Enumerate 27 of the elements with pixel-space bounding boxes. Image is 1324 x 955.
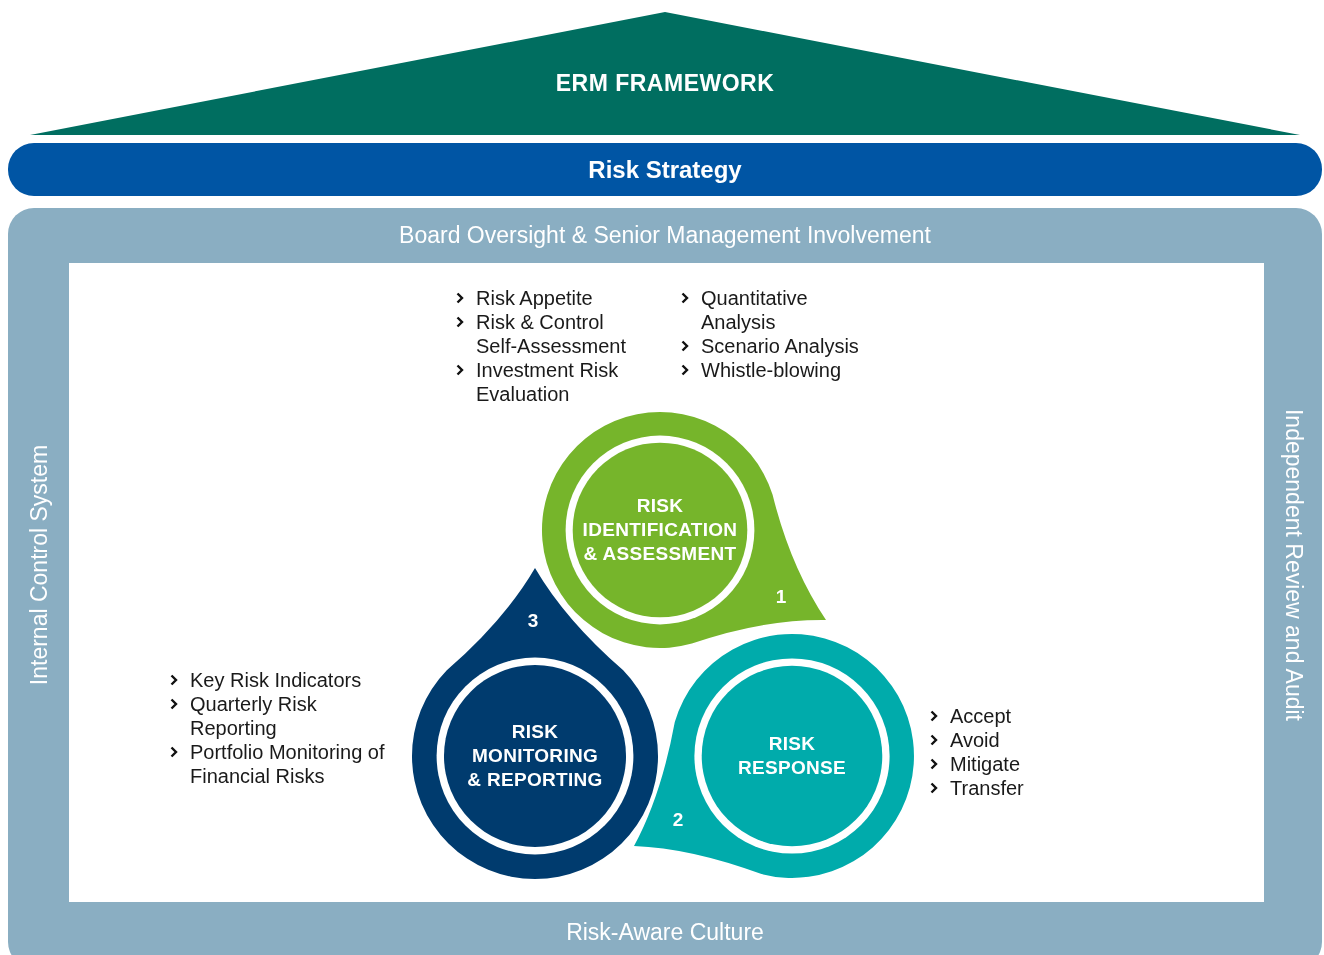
list-item: Scenario Analysis — [701, 334, 859, 358]
list-item: Avoid — [950, 728, 1000, 752]
list-item: Risk Appetite — [476, 286, 593, 310]
circle-title: RISK IDENTIFICATION & ASSESSMENT — [581, 494, 739, 566]
step-number: 2 — [672, 809, 684, 831]
list-item: Mitigate — [950, 752, 1021, 776]
strategy-band — [8, 143, 1322, 196]
step-number: 1 — [775, 586, 787, 608]
list-item: Whistle-blowing — [701, 358, 842, 382]
list-item: Portfolio Monitoring of Financial Risks — [190, 740, 386, 788]
circle-title: RISK RESPONSE — [737, 732, 847, 780]
circle-title: RISK MONITORING & REPORTING — [466, 720, 604, 792]
title-text: ERM FRAMEWORK — [555, 70, 775, 97]
step-number: 3 — [527, 610, 539, 632]
frame-label: Board Oversight & Senior Management Involvement — [399, 222, 931, 249]
band-label: Risk Strategy — [588, 155, 742, 184]
list-item: Transfer — [950, 776, 1024, 800]
list-item: Risk & Control Self-Assessment — [476, 310, 628, 358]
list-item: Quarterly Risk Reporting — [190, 692, 318, 740]
list-item: Quantitative Analysis — [701, 286, 809, 334]
list-item: Investment Risk Evaluation — [476, 358, 620, 406]
frame-label: Internal Control System — [26, 444, 53, 686]
list-item: Accept — [950, 704, 1012, 728]
frame-label: Independent Review and Audit — [1280, 409, 1307, 721]
list-item: Key Risk Indicators — [190, 668, 362, 692]
frame-label: Risk-Aware Culture — [566, 919, 764, 946]
frame-panel — [8, 208, 1322, 955]
